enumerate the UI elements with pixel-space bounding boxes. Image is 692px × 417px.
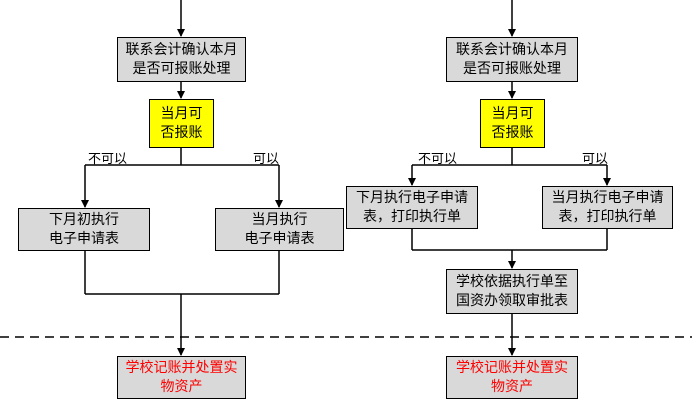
left-confirm-box: 联系会计确认本月 是否可报账处理 [117, 37, 246, 82]
right-next-month-box: 下月执行电子申请 表，打印执行单 [346, 186, 478, 229]
right-approval-box: 学校依据执行单至 国资办领取审批表 [446, 269, 578, 314]
right-label-no: 不可以 [418, 152, 458, 167]
right-this-month-box: 当月执行电子申请 表，打印执行单 [542, 186, 673, 229]
right-label-yes: 可以 [582, 152, 609, 167]
left-this-month-box: 当月执行 电子申请表 [215, 208, 344, 251]
left-decision-box: 当月可 否报账 [149, 99, 214, 148]
left-next-month-box: 下月初执行 电子申请表 [18, 208, 150, 251]
right-final-box: 学校记账并处置实 物资产 [446, 356, 578, 399]
right-decision-box: 当月可 否报账 [480, 99, 545, 148]
left-label-yes: 可以 [253, 152, 280, 167]
left-final-box: 学校记账并处置实 物资产 [117, 356, 246, 399]
left-label-no: 不可以 [88, 152, 128, 167]
right-confirm-box: 联系会计确认本月 是否可报账处理 [446, 37, 578, 82]
